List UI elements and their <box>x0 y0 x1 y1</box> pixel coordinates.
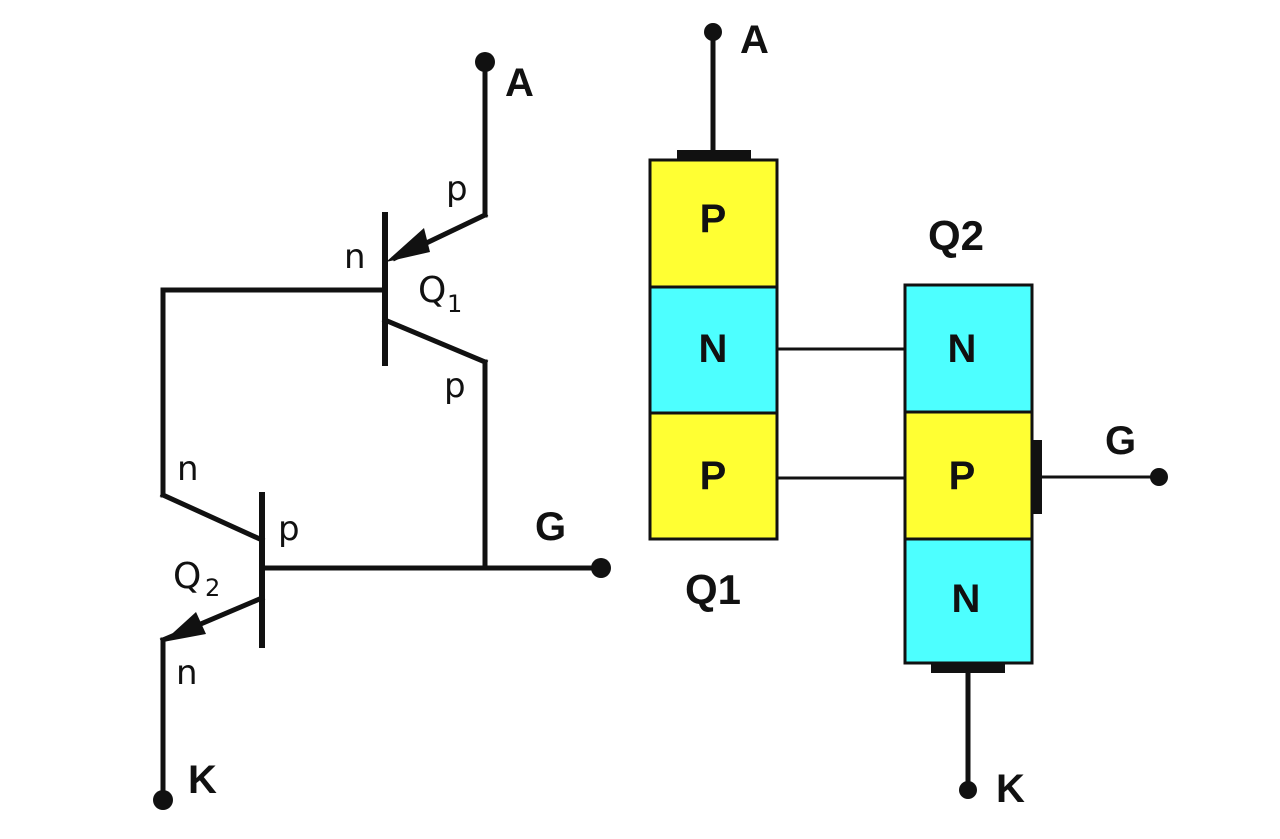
cathode-terminal-dot <box>153 790 173 810</box>
q1-base-region-label: n <box>344 237 366 277</box>
q2-collector-line <box>159 491 266 544</box>
layer-structure: P N P N P N A G K Q1 Q2 <box>648 18 1168 811</box>
q1-layer-2-label: N <box>699 327 728 371</box>
q1-emitter-region-label: p <box>446 169 468 209</box>
q2-schematic-label: Q <box>173 556 201 597</box>
q2-structure-label: Q2 <box>928 212 984 259</box>
cathode-label: K <box>188 758 217 802</box>
q2-n-layer-bottom <box>903 537 1034 665</box>
q1-schematic-subscript: 1 <box>447 290 462 318</box>
q2-emitter-region-label: n <box>176 653 198 693</box>
cathode-contact <box>931 663 1005 673</box>
q2-layer-3-label: N <box>952 577 981 621</box>
q1-layer-1-label: P <box>700 197 727 241</box>
q1-structure-label: Q1 <box>685 566 741 613</box>
anode-contact <box>677 150 751 160</box>
q1-schematic-label: Q <box>418 270 446 311</box>
q1-p-layer-top <box>648 158 779 289</box>
q2-n-layer-top <box>903 283 1034 414</box>
schematic: A G K p n p n p n Q 1 Q 2 <box>153 52 611 810</box>
q2-schematic-subscript: 2 <box>205 574 220 602</box>
q1-emitter-arrow <box>386 228 430 262</box>
structure-gate-dot <box>1150 468 1168 486</box>
structure-gate-label: G <box>1105 419 1136 463</box>
q2-base-region-label: p <box>278 509 300 549</box>
q2-layer-1-label: N <box>948 327 977 371</box>
q2-p-layer <box>903 410 1034 541</box>
gate-label: G <box>535 505 566 549</box>
q1-p-layer-bottom <box>648 411 779 541</box>
q1-collector-line <box>381 316 489 366</box>
q1-layer-3-label: P <box>700 454 727 498</box>
gate-terminal-dot <box>591 558 611 578</box>
q2-collector-region-label: n <box>177 449 199 489</box>
q1-collector-region-label: p <box>444 366 466 406</box>
structure-anode-label: A <box>740 18 769 62</box>
q2-layer-2-label: P <box>949 454 976 498</box>
q2-emitter-arrow <box>163 612 206 642</box>
anode-label: A <box>505 61 534 105</box>
structure-cathode-dot <box>959 781 977 799</box>
gate-contact <box>1032 440 1042 514</box>
structure-cathode-label: K <box>996 767 1025 811</box>
